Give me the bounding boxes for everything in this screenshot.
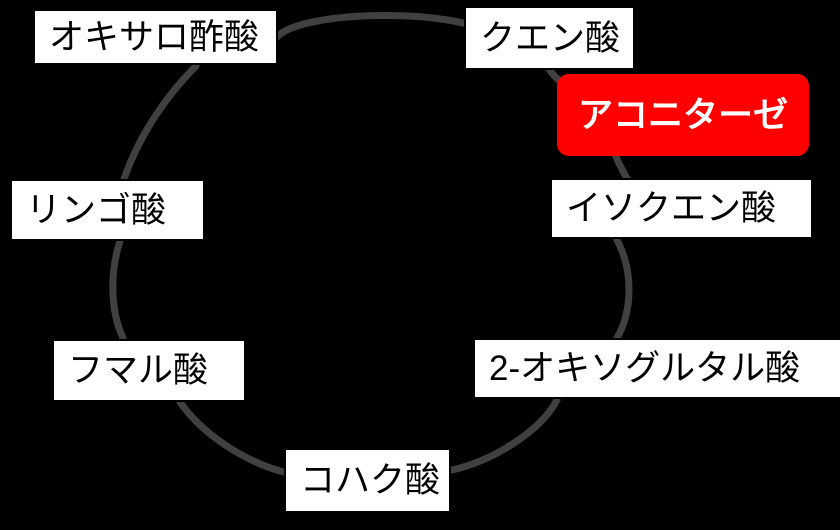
arc-malate-to-oxaloacetate (120, 62, 200, 183)
node-2-oxoglutarate-label: 2-オキソグルタル酸 (489, 349, 801, 388)
node-isocitrate-label: イソクエン酸 (566, 189, 777, 228)
node-fumarate-label: フマル酸 (68, 351, 209, 390)
node-oxaloacetate: オキサロ酢酸 (33, 9, 278, 65)
enzyme-aconitase-highlight: アコニターゼ (557, 74, 809, 156)
arc-fumarate-to-malate (109, 237, 127, 342)
enzyme-aconitase-label: アコニターゼ (577, 95, 788, 135)
arc-succinate-to-fumarate (176, 398, 288, 476)
node-2-oxoglutarate: 2-オキソグルタル酸 (473, 338, 840, 399)
node-malate-label: リンゴ酸 (26, 190, 167, 230)
node-oxaloacetate-label: オキサロ酢酸 (49, 17, 260, 57)
node-succinate: コハク酸 (284, 448, 451, 513)
arc-isocitrate-to-oxoglutarate (613, 236, 633, 342)
node-citrate-label: クエン酸 (480, 18, 621, 58)
arc-aconitase-to-isocitrate (610, 148, 632, 184)
node-fumarate: フマル酸 (52, 339, 246, 402)
node-citrate: クエン酸 (464, 6, 635, 70)
node-isocitrate: イソクエン酸 (550, 178, 813, 239)
node-succinate-label: コハク酸 (300, 461, 441, 500)
arc-oxoglutarate-to-succinate (448, 396, 561, 474)
arc-oxaloacetate-to-citrate (272, 12, 500, 42)
node-malate: リンゴ酸 (10, 179, 205, 241)
